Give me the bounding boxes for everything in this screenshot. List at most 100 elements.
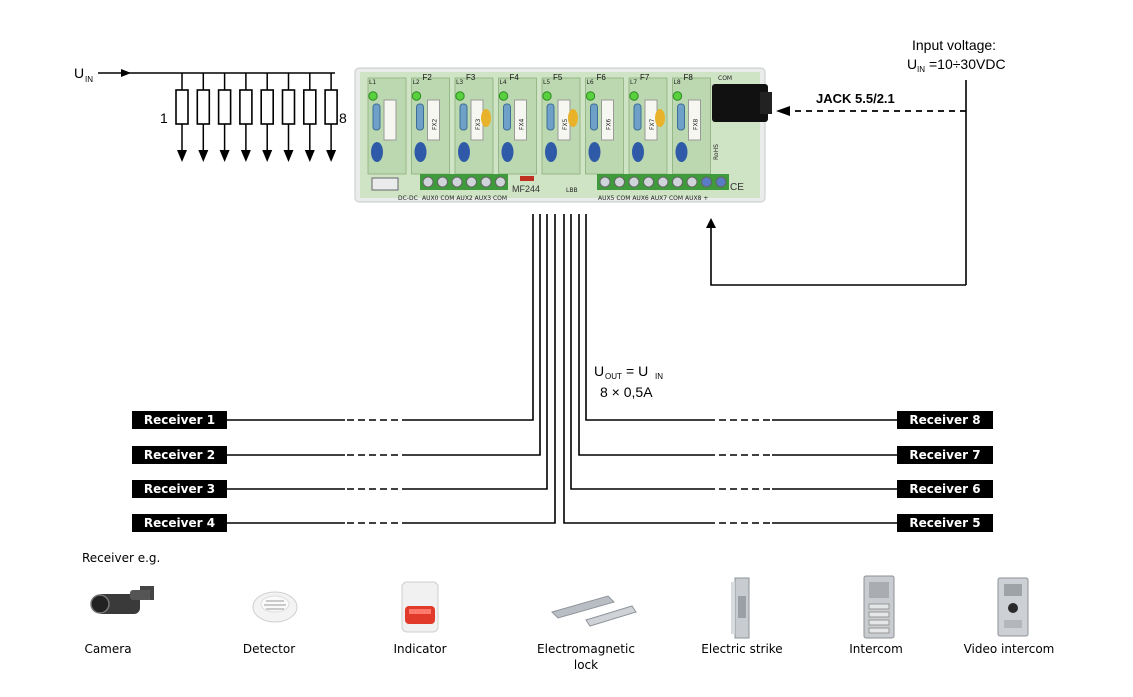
resistor	[175, 89, 189, 125]
screw-terminal	[451, 176, 463, 188]
screw-terminal	[672, 176, 683, 188]
intercom-button	[868, 619, 890, 626]
input-in-subscript: IN	[917, 65, 925, 74]
receiver-label-left: Receiver 1	[144, 413, 215, 427]
output-line-right	[578, 214, 708, 456]
capacitor	[501, 142, 514, 162]
com-label: COM	[718, 75, 732, 82]
receiver-label-right: Receiver 7	[909, 448, 980, 462]
led	[672, 91, 683, 101]
fuse-label: F6	[597, 73, 607, 82]
fuse-holder	[688, 99, 701, 141]
led	[629, 91, 639, 101]
resistor	[239, 89, 253, 125]
intercom-button	[868, 611, 890, 618]
electric-strike-icon	[731, 577, 750, 639]
lbb-label: LBB	[566, 187, 578, 194]
jack-arrow	[776, 106, 790, 116]
led-label: L7	[630, 79, 637, 86]
resistor	[324, 89, 338, 125]
receiver-box	[132, 446, 227, 464]
device-label: Video intercom	[964, 642, 1055, 656]
fuse-rating: FX7	[649, 118, 656, 130]
resistor-part	[633, 103, 642, 131]
resistor	[260, 89, 275, 125]
receiver-box	[897, 411, 993, 429]
uout-equals: = U	[626, 363, 648, 379]
fuse-rating: FX3	[475, 118, 482, 130]
uin-subscript: IN	[85, 75, 93, 84]
resistor-part	[677, 103, 685, 131]
indicator-icon	[401, 581, 439, 633]
led	[542, 91, 552, 101]
output-line-right	[563, 214, 708, 524]
led-label: L5	[543, 79, 550, 86]
input-voltage-value: =10÷30VDC	[929, 56, 1006, 72]
fuse-rating: FX4	[519, 118, 526, 130]
dc-jack	[712, 84, 768, 122]
output-arrow	[283, 150, 294, 162]
screw-terminal	[437, 176, 448, 188]
receiver-label-right: Receiver 5	[909, 516, 980, 530]
varistor	[655, 109, 665, 127]
fuse-rating: FX5	[562, 118, 569, 130]
led-label: L2	[413, 79, 420, 86]
fuse-holder	[601, 99, 614, 141]
right-terminal-text: AUX5 COM AUX6 AUX7 COM AUX8 +	[598, 195, 708, 202]
camera-icon	[90, 586, 154, 614]
screw-terminal	[466, 176, 477, 188]
rohs-mark: RoHS	[713, 144, 720, 160]
led	[585, 91, 596, 101]
receiver-box	[897, 446, 993, 464]
capacitor	[588, 142, 601, 162]
screw-terminal	[422, 176, 434, 188]
input-supply: Input voltage: U IN =10÷30VDC JACK 5.5/2…	[706, 37, 1006, 286]
output-arrow	[177, 150, 187, 162]
resistor	[217, 89, 232, 125]
fuse-label: F3	[466, 73, 476, 82]
fuse-label: F2	[423, 73, 433, 82]
device-label: lock	[574, 658, 598, 672]
dc-dc-jumper	[371, 177, 399, 191]
resistor-part	[459, 103, 468, 131]
capacitor	[371, 142, 383, 162]
fuse-label: F5	[553, 73, 563, 82]
output-arrow	[304, 150, 315, 162]
output-line-left	[409, 214, 541, 456]
fuse-label: F8	[684, 73, 694, 82]
fuse-holder	[383, 99, 397, 141]
board-model: MF244	[512, 184, 540, 194]
output-arrow	[219, 150, 230, 162]
receiver-label-left: Receiver 2	[144, 448, 215, 462]
receiver-label-right: Receiver 6	[909, 482, 980, 496]
varistor	[481, 109, 491, 127]
receiver-label-left: Receiver 4	[144, 516, 215, 530]
screw-terminal	[495, 176, 506, 188]
resistor-part	[503, 103, 511, 131]
device-label: Indicator	[393, 642, 446, 656]
resistor-bank	[175, 73, 338, 162]
screw-terminal	[701, 176, 712, 188]
resistor	[196, 89, 211, 125]
output-arrow	[198, 150, 209, 162]
input-u-symbol: U	[907, 56, 917, 72]
receiver-label-right: Receiver 8	[909, 413, 980, 427]
device-label: Electric strike	[701, 642, 782, 656]
intercom-button	[868, 627, 890, 634]
resistor-part	[546, 103, 555, 131]
resistor	[302, 89, 317, 125]
resistor-part	[590, 103, 598, 131]
screw-terminal	[599, 176, 611, 188]
output-spec: U OUT = U IN 8 × 0,5A	[594, 363, 663, 400]
capacitor	[414, 142, 427, 162]
screw-terminal	[643, 176, 654, 188]
video-intercom-icon	[997, 577, 1029, 637]
intercom-icon	[863, 575, 895, 639]
receiver-box	[132, 514, 227, 532]
output-line-left	[409, 214, 534, 421]
fuse-rating: FX6	[606, 118, 613, 130]
left-terminal-text: AUX0 COM AUX2 AUX3 COM	[422, 195, 507, 202]
